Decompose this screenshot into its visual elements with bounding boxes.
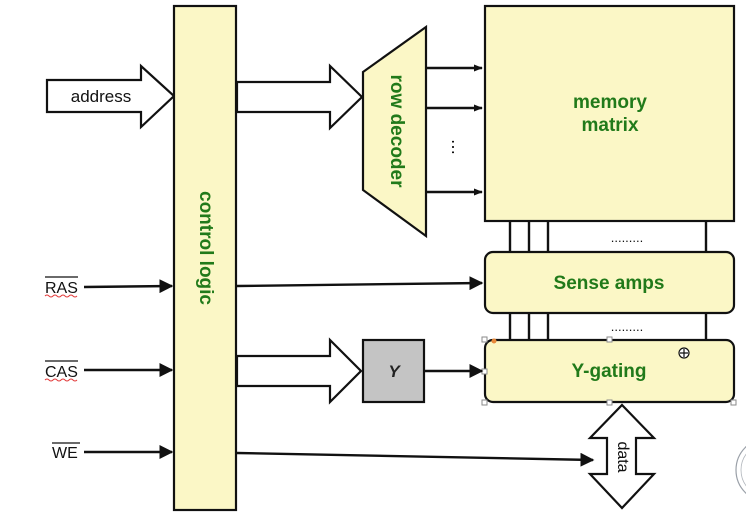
ras-label: RAS [45,280,78,297]
we-label: WE [52,445,78,462]
control-to-data-arrow [236,451,595,467]
y-box-label: Y [388,362,401,381]
word-line-arrows: ⋯ [427,64,483,196]
decoder-ellipsis: ⋯ [444,139,461,155]
data-bidirectional-arrow: data [587,403,657,510]
memory-matrix-label-line1: memory [573,92,647,113]
data-label: data [614,441,631,472]
y-gating-block[interactable]: Y-gating [481,336,737,406]
y-box: Y [361,338,426,404]
memory-matrix-label-line2: matrix [581,115,638,136]
control-to-sense-arrow [236,276,484,291]
ras-signal: RAS [44,276,174,298]
adjust-handle[interactable] [491,338,497,344]
cas-label: CAS [45,364,78,381]
selection-handles[interactable] [481,336,737,406]
lower-dots: ......... [611,319,644,334]
memory-matrix-block: memory matrix [483,4,736,223]
address-label: address [71,87,131,106]
bit-lines-lower: ......... [508,313,708,340]
we-signal: WE [52,442,174,462]
seal-logo-fragment [735,445,746,495]
sense-amps-label: Sense amps [554,273,665,294]
control-logic-label: control logic [195,191,216,305]
cas-signal: CAS [44,360,174,382]
upper-dots: ......... [611,230,644,245]
sense-amps-block: Sense amps [483,250,736,315]
row-address-bus-arrow [235,63,364,131]
y-gating-label: Y-gating [572,361,647,382]
control-logic-block: control logic [172,4,238,512]
bit-lines-upper: ......... [508,221,708,252]
move-cursor-icon [678,347,690,359]
address-arrow: address [45,63,176,130]
row-decoder-label: row decoder [386,75,407,189]
row-decoder-block: row decoder [361,24,428,239]
column-address-bus-arrow [235,337,363,405]
